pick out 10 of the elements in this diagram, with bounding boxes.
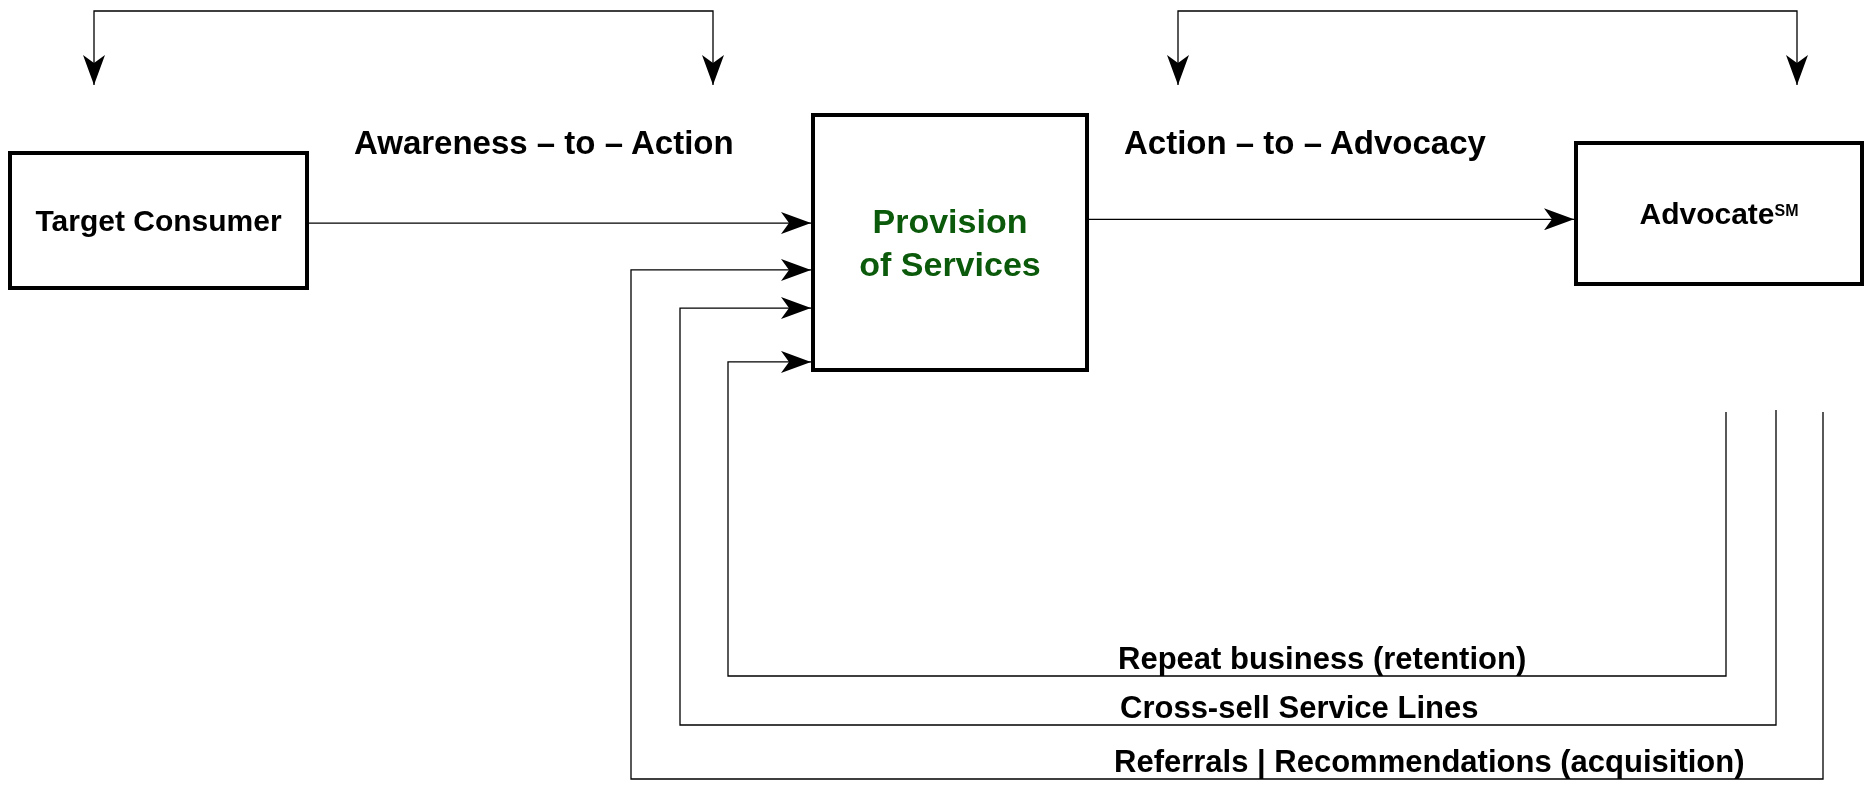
edge-label: Repeat business (retention) bbox=[1118, 643, 1527, 674]
arrow bbox=[1088, 208, 1575, 231]
process-box: Target Consumer bbox=[8, 151, 309, 290]
arrow bbox=[679, 297, 1777, 726]
edge-label: Referrals | Recommendations (acquisition) bbox=[1114, 746, 1745, 777]
arrow bbox=[727, 350, 1727, 677]
process-box: Provision of Services bbox=[811, 113, 1089, 372]
process-box: Advocate$^{SM}$ bbox=[1574, 141, 1864, 286]
arrow bbox=[630, 258, 1824, 780]
arrow bbox=[308, 212, 812, 235]
